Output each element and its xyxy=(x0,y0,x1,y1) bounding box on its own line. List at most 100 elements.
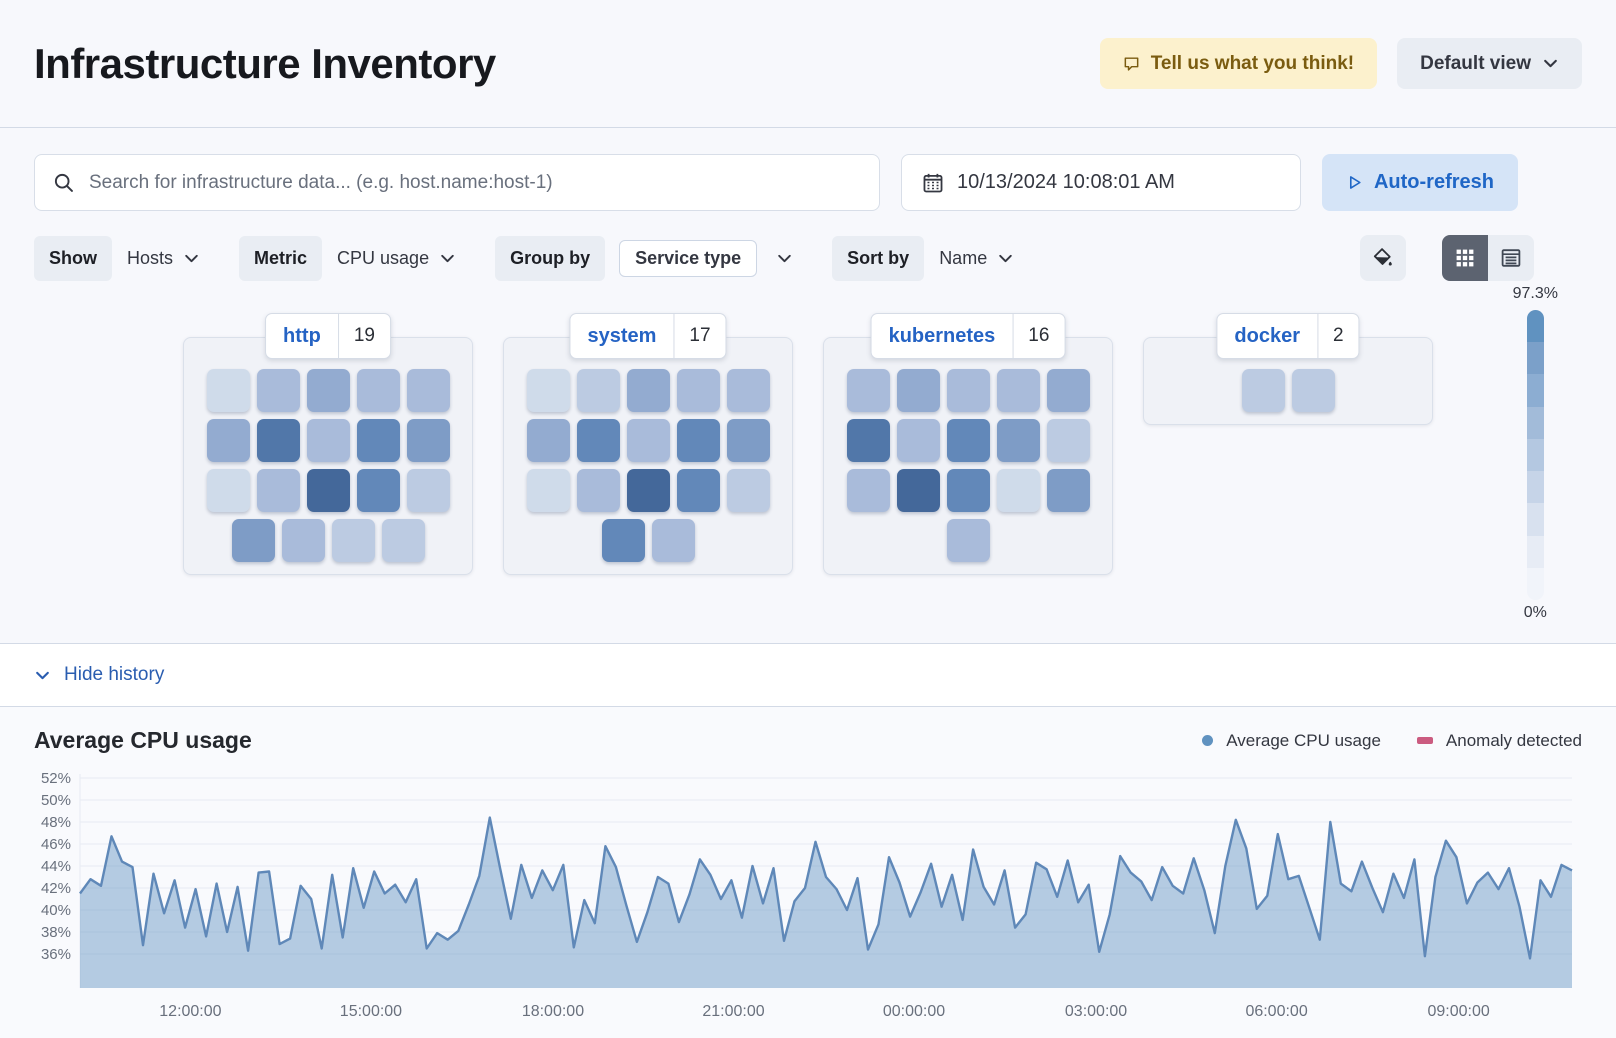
table-view-icon xyxy=(1501,249,1521,267)
host-node[interactable] xyxy=(256,369,300,412)
svg-text:21:00:00: 21:00:00 xyxy=(702,1003,764,1020)
chevron-down-icon xyxy=(441,254,454,262)
host-node[interactable] xyxy=(996,469,1040,512)
host-node[interactable] xyxy=(946,419,990,462)
search-box xyxy=(34,154,880,211)
cpu-history-section: Average CPU usage Average CPU usage Anom… xyxy=(0,707,1616,1038)
group-name: docker xyxy=(1234,324,1301,347)
host-node[interactable] xyxy=(306,469,350,512)
host-node[interactable] xyxy=(896,419,940,462)
host-node[interactable] xyxy=(231,519,275,562)
group-count: 19 xyxy=(353,325,375,346)
host-node[interactable] xyxy=(726,369,770,412)
host-node[interactable] xyxy=(946,519,990,562)
grid-view-button[interactable] xyxy=(1442,235,1488,281)
host-node[interactable] xyxy=(846,469,890,512)
host-node[interactable] xyxy=(256,419,300,462)
host-node[interactable] xyxy=(331,519,375,562)
host-node[interactable] xyxy=(996,419,1040,462)
host-node[interactable] xyxy=(626,419,670,462)
groupby-dropdown[interactable] xyxy=(761,250,808,267)
waffle-row xyxy=(504,519,792,562)
host-node[interactable] xyxy=(526,469,570,512)
scale-min-label: 0% xyxy=(1523,604,1547,621)
host-node[interactable] xyxy=(356,469,400,512)
host-node[interactable] xyxy=(526,369,570,412)
date-picker-button[interactable]: 10/13/2024 10:08:01 AM xyxy=(900,154,1301,211)
color-palette-button[interactable] xyxy=(1360,235,1406,281)
host-node[interactable] xyxy=(206,369,250,412)
waffle-row xyxy=(824,519,1112,562)
legend-item-anomaly[interactable]: Anomaly detected xyxy=(1416,731,1582,751)
view-selector-button[interactable]: Default view xyxy=(1397,38,1582,89)
color-scale-legend: 97.3% 0% xyxy=(1513,285,1558,622)
waffle-row xyxy=(824,419,1112,462)
search-input[interactable] xyxy=(89,171,861,194)
host-node[interactable] xyxy=(406,369,450,412)
host-node[interactable] xyxy=(846,419,890,462)
host-node[interactable] xyxy=(676,369,720,412)
waffle-row xyxy=(824,369,1112,412)
table-view-button[interactable] xyxy=(1488,235,1534,281)
host-node[interactable] xyxy=(1046,419,1090,462)
sortby-dropdown[interactable]: Name xyxy=(924,248,1029,269)
host-node[interactable] xyxy=(946,469,990,512)
host-node[interactable] xyxy=(846,369,890,412)
host-node[interactable] xyxy=(576,369,620,412)
host-node[interactable] xyxy=(896,469,940,512)
host-node[interactable] xyxy=(896,369,940,412)
chart-legend: Average CPU usage Anomaly detected xyxy=(1202,731,1582,751)
svg-text:09:00:00: 09:00:00 xyxy=(1427,1003,1489,1020)
host-node[interactable] xyxy=(281,519,325,562)
host-node[interactable] xyxy=(206,469,250,512)
chevron-down-icon xyxy=(999,254,1012,262)
host-node[interactable] xyxy=(946,369,990,412)
host-node[interactable] xyxy=(996,369,1040,412)
host-node[interactable] xyxy=(1046,369,1090,412)
host-node[interactable] xyxy=(576,469,620,512)
groupby-label: Group by xyxy=(495,235,606,281)
feedback-button[interactable]: Tell us what you think! xyxy=(1099,38,1378,89)
badge-divider xyxy=(1317,314,1319,358)
host-node[interactable] xyxy=(651,519,695,562)
host-node[interactable] xyxy=(406,469,450,512)
host-node[interactable] xyxy=(356,419,400,462)
legend-item-avg-cpu[interactable]: Average CPU usage xyxy=(1202,731,1381,751)
badge-divider xyxy=(673,314,675,358)
grid-view-icon xyxy=(1456,249,1474,267)
host-node[interactable] xyxy=(256,469,300,512)
host-node[interactable] xyxy=(306,419,350,462)
host-node[interactable] xyxy=(1241,369,1285,412)
host-node[interactable] xyxy=(526,419,570,462)
host-node[interactable] xyxy=(381,519,425,562)
host-node[interactable] xyxy=(601,519,645,562)
calendar-icon xyxy=(923,173,943,192)
show-dropdown[interactable]: Hosts xyxy=(112,248,215,269)
host-node[interactable] xyxy=(306,369,350,412)
host-node[interactable] xyxy=(676,419,720,462)
hide-history-button[interactable]: Hide history xyxy=(34,664,164,686)
host-node[interactable] xyxy=(1046,469,1090,512)
groupby-selected-pill[interactable]: Service type xyxy=(619,239,758,277)
auto-refresh-button[interactable]: Auto-refresh xyxy=(1321,154,1518,211)
host-node[interactable] xyxy=(626,369,670,412)
host-node[interactable] xyxy=(356,369,400,412)
metric-label: Metric xyxy=(239,235,323,281)
host-node[interactable] xyxy=(576,419,620,462)
host-node[interactable] xyxy=(626,469,670,512)
host-node[interactable] xyxy=(206,419,250,462)
host-node[interactable] xyxy=(726,469,770,512)
badge-divider xyxy=(1012,314,1014,358)
host-node[interactable] xyxy=(676,469,720,512)
metric-dropdown[interactable]: CPU usage xyxy=(322,248,471,269)
host-node[interactable] xyxy=(726,419,770,462)
host-node[interactable] xyxy=(1291,369,1335,412)
svg-text:00:00:00: 00:00:00 xyxy=(883,1003,945,1020)
host-node[interactable] xyxy=(406,419,450,462)
